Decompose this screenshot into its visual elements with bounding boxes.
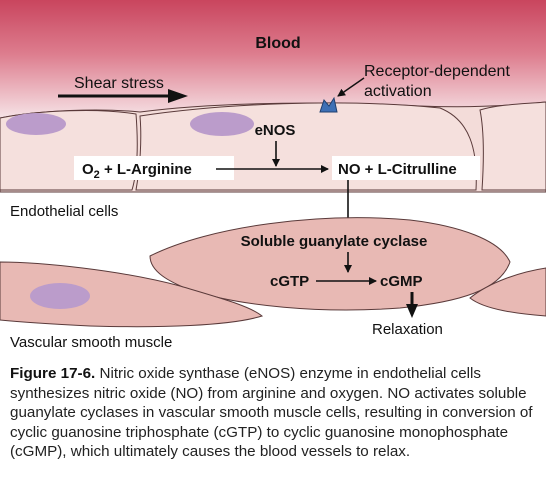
- nitric-oxide-pathway-diagram: Blood Shear stress Receptor-dependent ac…: [0, 0, 546, 351]
- receptor-pointer: [337, 77, 365, 97]
- relaxation-label: Relaxation: [372, 321, 443, 338]
- endothelial-nucleus-left: [6, 113, 66, 135]
- endothelial-cells-label: Endothelial cells: [10, 203, 118, 220]
- enos-label: eNOS: [255, 122, 296, 139]
- caption-text: Nitric oxide synthase (eNOS) enzyme in e…: [10, 365, 533, 461]
- cyclase-label: Soluble guanylate cyclase: [241, 233, 428, 250]
- muscle-nucleus-left: [30, 283, 90, 309]
- figure-caption: Figure 17-6. Nitric oxide synthase (eNOS…: [10, 364, 538, 462]
- receptor-label-line2: activation: [364, 83, 432, 100]
- relaxation-arrowhead: [406, 304, 418, 318]
- smooth-muscle-cell-right: [469, 267, 546, 317]
- reaction-label-background: [74, 156, 234, 180]
- receptor-icon: [319, 96, 338, 113]
- blood-lumen: [0, 0, 546, 120]
- blood-label: Blood: [255, 35, 300, 52]
- product-label-background: [332, 156, 480, 180]
- substrate-o2: O: [82, 161, 94, 178]
- cgtp-label: cGTP: [270, 273, 309, 290]
- shear-stress-arrowhead: [168, 89, 188, 103]
- figure-number: Figure 17-6.: [10, 365, 96, 382]
- smooth-muscle-label: Vascular smooth muscle: [10, 334, 172, 351]
- product-label: NO + L-Citrulline: [338, 161, 457, 178]
- endothelial-nucleus-middle: [190, 112, 254, 136]
- endothelial-cell-right: [479, 101, 546, 191]
- substrate-o2-subscript: 2: [94, 169, 100, 181]
- receptor-label-line1: Receptor-dependent: [364, 63, 510, 80]
- substrate-label: O2 + L-Arginine: [82, 161, 192, 181]
- smooth-muscle-cell-left: [0, 261, 264, 328]
- substrate-arginine: + L-Arginine: [100, 161, 192, 178]
- shear-stress-label: Shear stress: [74, 75, 164, 92]
- cgmp-label: cGMP: [380, 273, 423, 290]
